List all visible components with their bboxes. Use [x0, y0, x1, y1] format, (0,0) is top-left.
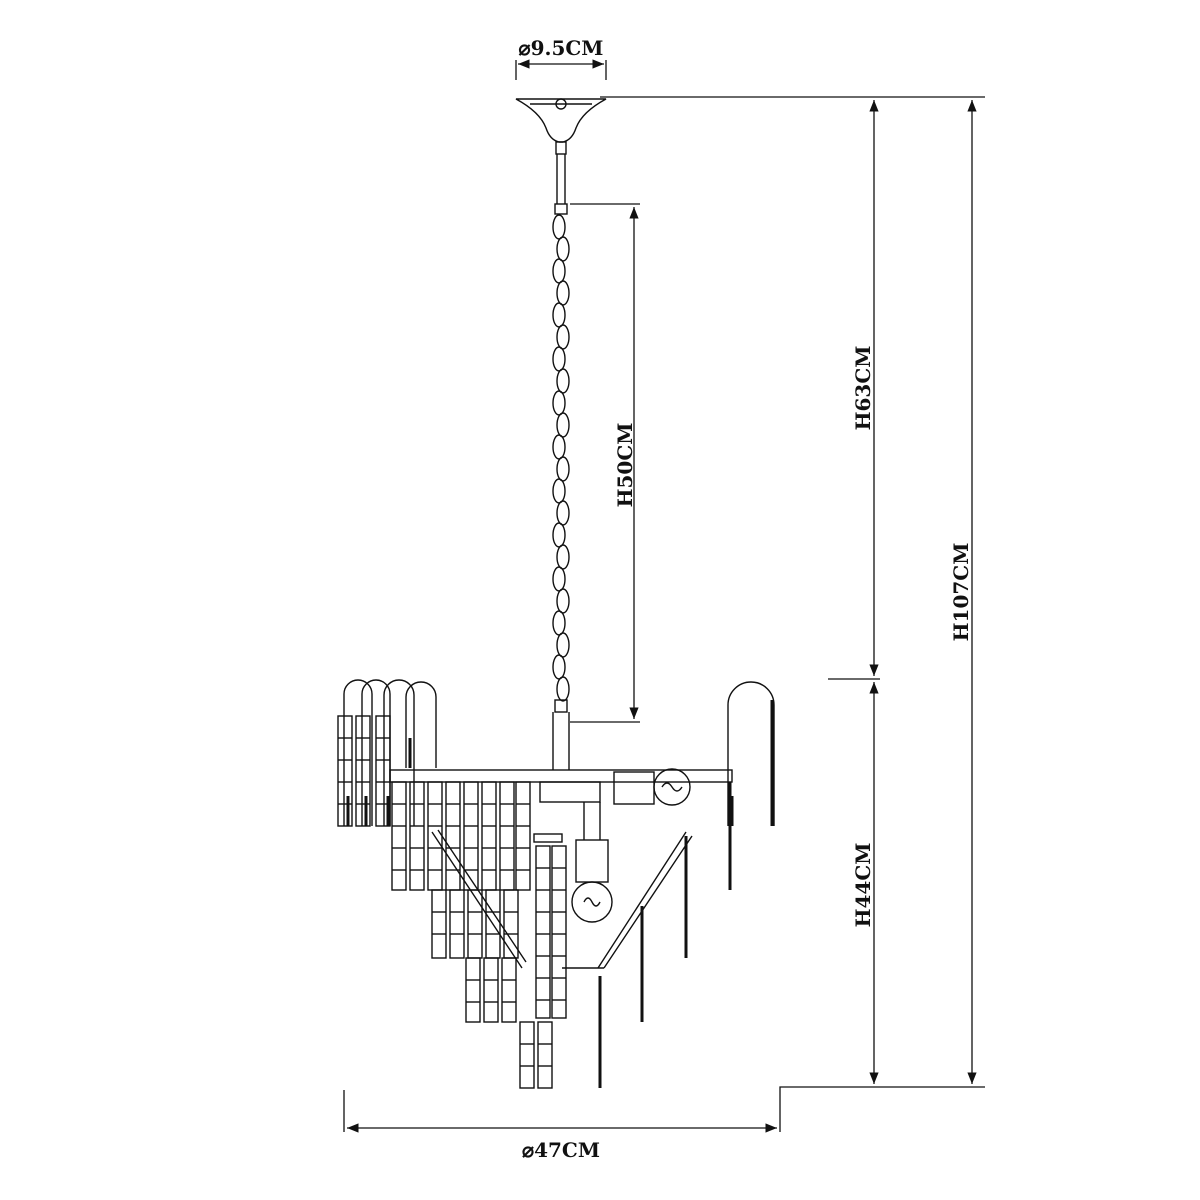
crystal-rods	[598, 700, 774, 1088]
chain-link	[552, 654, 566, 680]
crystal-strand	[535, 845, 551, 1019]
chandelier-outline	[337, 98, 775, 1089]
body-diameter-label: ⌀47CM	[522, 1138, 600, 1162]
crystal-strand	[465, 957, 481, 1023]
crystal-strand	[337, 715, 353, 827]
crystal-strands	[337, 715, 567, 1089]
chain-link	[552, 302, 566, 328]
chain-height-dimension	[570, 203, 640, 723]
chain-link	[552, 566, 566, 592]
chain-link	[552, 390, 566, 416]
dimension-lines	[343, 59, 985, 1133]
hook-arc	[343, 679, 373, 826]
chain-link	[556, 324, 570, 350]
crystal-strand	[375, 715, 391, 827]
chain-link	[552, 478, 566, 504]
crystal-strand	[391, 781, 407, 891]
canopy	[515, 98, 607, 155]
support-arms	[431, 829, 693, 969]
chain-link	[556, 412, 570, 438]
frame-bar	[389, 769, 733, 805]
chain-link	[556, 544, 570, 570]
chain-link	[552, 610, 566, 636]
chain-link	[556, 456, 570, 482]
crystal-strand	[483, 957, 499, 1023]
crystal-strand	[519, 1021, 535, 1089]
chain-link	[556, 500, 570, 526]
center-column	[552, 699, 570, 770]
crystal-strand	[481, 781, 497, 891]
chain-link	[556, 676, 570, 702]
crystal-strand	[409, 781, 425, 891]
center-bulb	[571, 802, 613, 923]
chain-link	[556, 588, 570, 614]
chain-link	[552, 214, 566, 240]
crystal-hooks	[343, 679, 775, 826]
crystal-strand	[515, 781, 531, 891]
crystal-strand	[499, 781, 515, 891]
crystal-strand	[449, 889, 465, 959]
drop-height-dimension	[828, 100, 880, 680]
chain-link	[552, 434, 566, 460]
hook-arc	[383, 679, 415, 826]
total-height-label: H107CM	[949, 543, 973, 642]
crystal-strand	[445, 781, 461, 891]
rod	[554, 154, 568, 215]
crystal-strand	[501, 957, 517, 1023]
crystal-strand	[431, 889, 447, 959]
bottom-extension-line	[779, 1086, 985, 1132]
crystal-strand	[463, 781, 479, 891]
chain-link	[556, 280, 570, 306]
hook-arc	[361, 679, 391, 826]
chain-height-label: H50CM	[613, 423, 637, 508]
hook-arc	[727, 681, 775, 826]
crystal-strand	[537, 1021, 553, 1089]
chain-link	[552, 522, 566, 548]
hook-arc	[405, 681, 437, 768]
crystal-strand	[467, 889, 483, 959]
chain-link	[556, 368, 570, 394]
canopy-diameter-label: ⌀9.5CM	[519, 36, 604, 60]
chain-link	[552, 258, 566, 284]
side-bulb	[653, 768, 691, 806]
chain-link	[556, 236, 570, 262]
crystal-strand	[551, 845, 567, 1019]
canopy-diameter-dimension	[515, 59, 607, 80]
chain	[552, 214, 570, 702]
crystal-strand	[355, 715, 371, 827]
chain-link	[552, 346, 566, 372]
drop-height-label: H63CM	[851, 346, 875, 431]
chain-link	[556, 632, 570, 658]
body-height-label: H44CM	[851, 843, 875, 928]
